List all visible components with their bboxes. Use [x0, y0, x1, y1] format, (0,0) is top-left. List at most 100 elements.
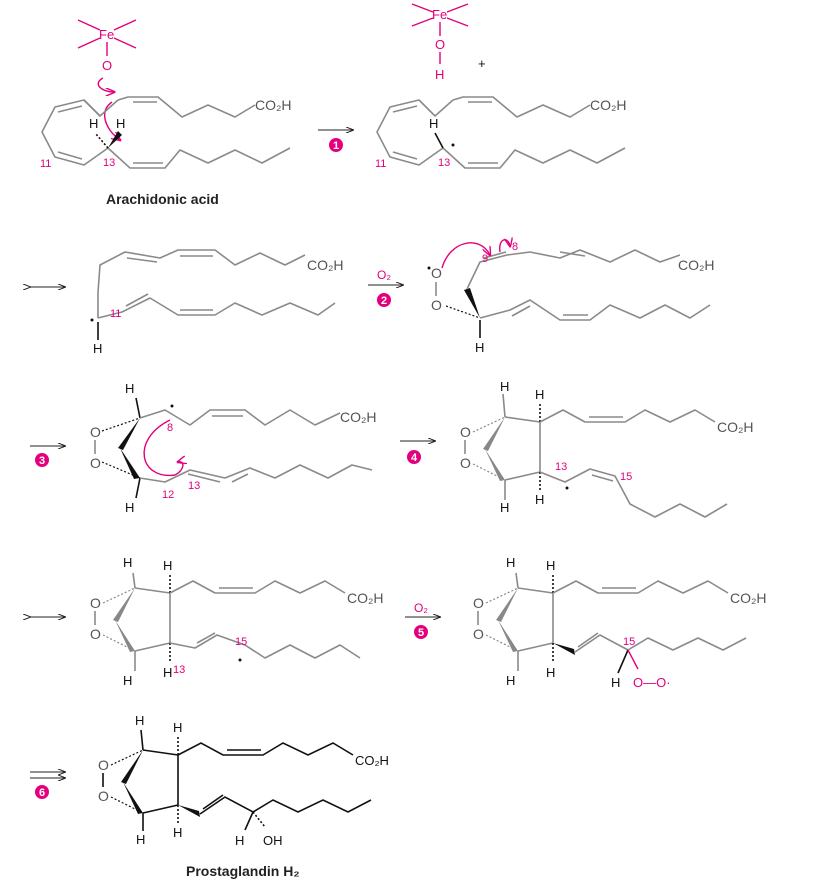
hydroxyl-label: OH [263, 833, 283, 848]
co2h-label: CO₂H [307, 257, 344, 273]
step-1-arrow: 1 [318, 130, 353, 152]
oxygen-label: O [90, 595, 101, 611]
h-label: H [163, 558, 172, 573]
h-label: H [93, 341, 102, 356]
oxygen-label: O [102, 58, 112, 73]
oxygen-label: O [435, 37, 445, 52]
fe-label: Fe [432, 7, 447, 22]
step-number: 5 [418, 627, 424, 639]
h-label: H [173, 720, 182, 735]
co2h-label: CO₂H [730, 590, 767, 606]
co2h-label: CO₂H [717, 419, 754, 435]
h-label: H [435, 67, 444, 82]
radical-intermediate-1: H CO₂H 11 13 [375, 96, 627, 170]
carbon-11-label: 11 [110, 308, 121, 320]
h-label: H [500, 500, 509, 515]
o2-reagent: O₂ [377, 268, 391, 282]
step-4-arrow: 4 [400, 441, 435, 464]
oxygen-label: O [431, 265, 442, 281]
curved-arrow [499, 240, 510, 253]
fe-label: Fe [99, 27, 114, 42]
h-label: H [135, 713, 144, 728]
h-label: H [500, 379, 509, 394]
h-label: H [235, 833, 244, 848]
h-label: H [429, 116, 438, 131]
carbon-13-label: 13 [555, 461, 567, 473]
carbon-11-label: 11 [40, 158, 51, 170]
carbon-9-label: 9 [482, 253, 488, 265]
h-label: H [163, 665, 172, 680]
h-label: H [116, 116, 125, 131]
step-number: 6 [39, 787, 45, 799]
carbon-13-label: 13 [438, 157, 450, 169]
prostaglandin-h2-structure: O O H H H H H OH CO₂H [98, 713, 389, 848]
carbon-8-label: 8 [167, 422, 173, 434]
step-number: 2 [381, 295, 387, 307]
h-label: H [475, 340, 484, 355]
co2h-label: CO₂H [355, 753, 389, 768]
h-label: H [535, 492, 544, 507]
oxygen-label: O [98, 757, 109, 773]
peroxy-radical-label: O—O· [633, 675, 671, 690]
step-number: 3 [39, 455, 45, 467]
curved-arrow [143, 419, 183, 477]
co2h-label: CO₂H [590, 97, 627, 113]
oxygen-label: O [431, 297, 442, 313]
carbon-13-label: 13 [103, 157, 115, 169]
step-number: 1 [333, 140, 339, 152]
iron-hydroxide-complex: Fe O H + [411, 3, 486, 82]
h-label: H [136, 832, 145, 847]
oxygen-label: O [90, 626, 101, 642]
h-label: H [546, 665, 555, 680]
carbon-15-label: 15 [235, 636, 247, 648]
prostaglandin-h2-label: Prostaglandin H₂ [186, 863, 300, 879]
h-label: H [123, 673, 132, 688]
curved-arrow [97, 77, 114, 92]
iron-oxo-complex: Fe O [77, 19, 137, 140]
oxygen-label: O [460, 424, 471, 440]
carbon-13-label: 13 [173, 664, 185, 676]
plus-sign: + [478, 56, 486, 71]
carbon-12-label: 12 [162, 489, 174, 501]
oxygen-label: O [90, 455, 101, 471]
oxygen-label: O [473, 626, 484, 642]
carbon-15-label: 15 [623, 636, 635, 648]
co2h-label: CO₂H [255, 97, 292, 113]
h-label: H [125, 381, 134, 396]
step-number: 4 [411, 452, 418, 464]
h-label: H [506, 673, 515, 688]
carbon-8-label: 8 [512, 241, 518, 253]
co2h-label: CO₂H [678, 257, 715, 273]
cyclopentane-radical-intermediate: O O H H H H 13 15 CO₂H [460, 379, 754, 518]
arachidonic-acid-structure: Fe O H H CO₂H 11 13 Arachidonic acid [40, 19, 292, 207]
carbon-11-label: 11 [375, 158, 386, 170]
o2-reagent: O₂ [414, 601, 428, 615]
h-label: H [89, 116, 98, 131]
peroxy-radical-15-intermediate: O O H H H H 15 H O—O· CO₂H [473, 555, 767, 690]
carbon-13-label: 13 [188, 480, 200, 492]
co2h-label: CO₂H [340, 409, 377, 425]
h-label: H [611, 675, 620, 690]
h-label: H [123, 555, 132, 570]
oxygen-label: O [98, 788, 109, 804]
allylic-radical-intermediate: O O H H H H 13 15 CO₂H [90, 555, 384, 688]
step-2-arrow: O₂ 2 [368, 268, 403, 307]
step-6-arrow: 6 [30, 772, 65, 799]
carbon-15-label: 15 [620, 471, 632, 483]
curved-arrow [441, 242, 490, 269]
oxygen-label: O [90, 424, 101, 440]
radical-intermediate-2: H 11 CO₂H [90, 249, 344, 356]
step-3-arrow: 3 [30, 446, 65, 467]
oxygen-label: O [473, 595, 484, 611]
h-label: H [535, 387, 544, 402]
endoperoxide-radical-intermediate: O O H H 8 12 13 CO₂H [90, 381, 377, 515]
h-label: H [125, 500, 134, 515]
h-label: H [546, 558, 555, 573]
peroxy-radical-intermediate: O O H 9 8 CO₂H [427, 240, 715, 355]
arachidonic-acid-label: Arachidonic acid [106, 191, 219, 207]
step-5-arrow: O₂ 5 [405, 601, 440, 639]
oxygen-label: O [460, 455, 471, 471]
h-label: H [173, 825, 182, 840]
co2h-label: CO₂H [347, 590, 384, 606]
